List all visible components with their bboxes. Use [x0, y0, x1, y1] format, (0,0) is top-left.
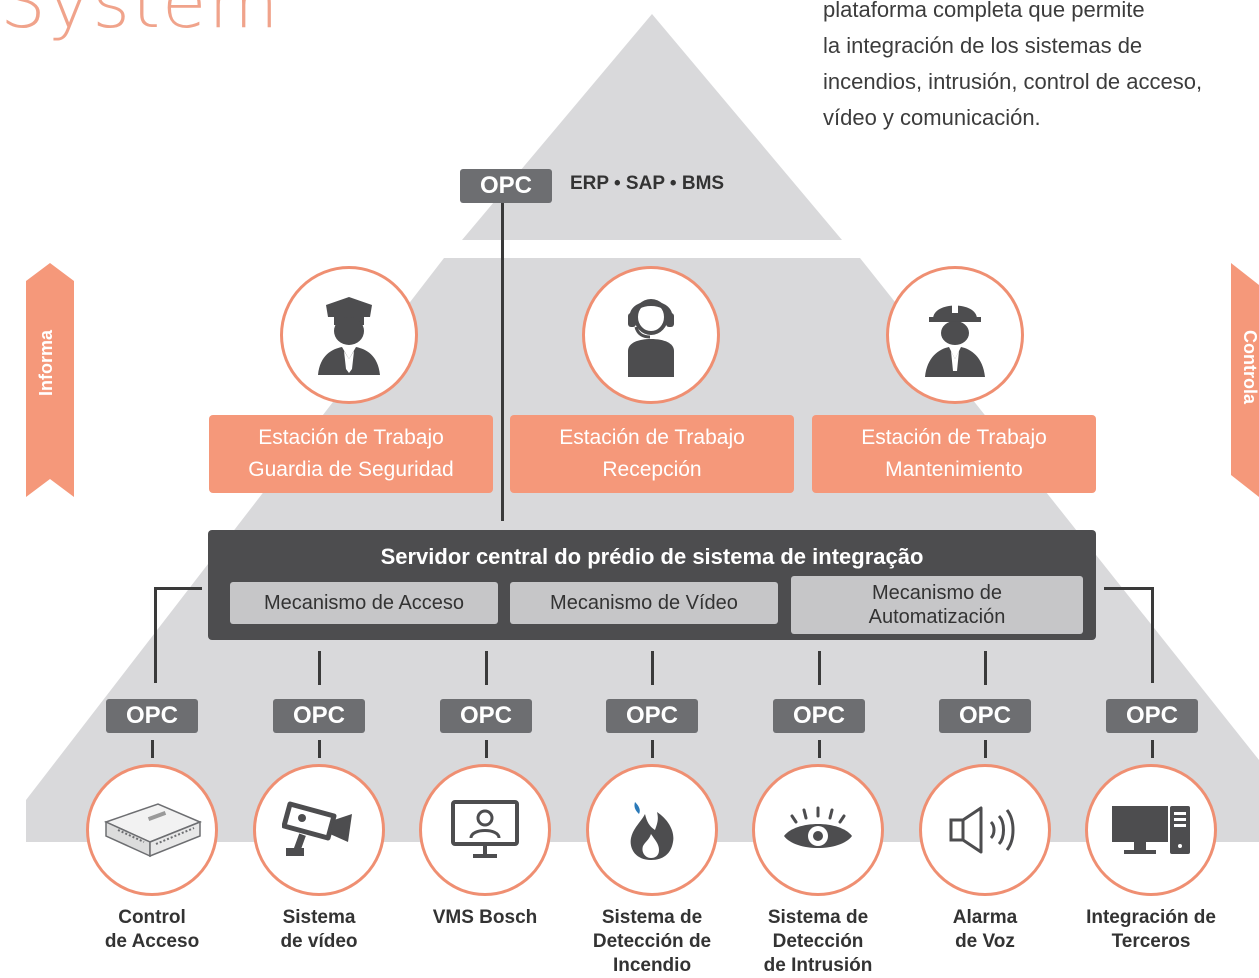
workstation-reception: Estación de Trabajo Recepción — [510, 415, 794, 493]
bracket-right-horizontal — [1104, 587, 1154, 590]
tick-vms — [485, 740, 488, 758]
connector-intrusion — [818, 651, 821, 685]
connector-video — [318, 651, 321, 685]
page-title: System — [0, 0, 281, 44]
central-server-box: Servidor central do prédio de sistema de… — [208, 530, 1096, 640]
left-ribbon — [26, 263, 74, 497]
workstation-reception-line2: Recepción — [602, 458, 702, 481]
mechanism-access-label: Mecanismo de Acceso — [263, 592, 465, 614]
workstation-maintenance-line2: Mantenimiento — [885, 458, 1023, 481]
opc-badge-video: OPC — [273, 699, 365, 733]
maintenance-worker-icon — [925, 299, 985, 377]
monitor-user-icon — [451, 800, 519, 858]
pyramid-apex — [462, 14, 842, 240]
opc-badge-voice: OPC — [939, 699, 1031, 733]
subsystem-label-third-party: Integración de Terceros — [1086, 907, 1216, 952]
subsystem-circle-vms — [419, 764, 551, 896]
receptionist-headset-icon — [628, 299, 674, 377]
workstation-reception-line1: Estación de Trabajo — [559, 426, 745, 449]
subsystem-circle-intrusion — [752, 764, 884, 896]
tick-fire — [651, 740, 654, 758]
subsystem-circle-video — [253, 764, 385, 896]
bracket-left-horizontal — [154, 587, 202, 590]
flame-icon — [630, 802, 674, 860]
subsystem-circle-access — [86, 764, 218, 896]
subsystem-circle-voice — [919, 764, 1051, 896]
tick-access — [151, 740, 154, 758]
opc-badge-fire: OPC — [606, 699, 698, 733]
bracket-right-vertical — [1151, 587, 1154, 683]
tick-video — [318, 740, 321, 758]
subsystem-label-intrusion: Sistema de Detección de Intrusión — [763, 907, 873, 976]
workstation-circle-maintenance — [886, 266, 1024, 404]
opc-badge-top: OPC — [460, 169, 552, 203]
workstation-guard: Estación de Trabajo Guardia de Seguridad — [209, 415, 493, 493]
subsystem-label-video: Sistema de vídeo — [280, 907, 358, 952]
workstation-guard-line2: Guardia de Seguridad — [248, 458, 454, 481]
tick-voice — [984, 740, 987, 758]
mechanism-access: Mecanismo de Acceso — [230, 582, 498, 624]
right-ribbon — [1231, 263, 1259, 497]
subsystem-label-voice: Alarma de Voz — [952, 907, 1018, 952]
connector-voice — [984, 651, 987, 685]
workstation-circle-reception — [582, 266, 720, 404]
subsystem-circle-third-party — [1085, 764, 1217, 896]
top-connector-line — [501, 203, 504, 521]
security-guard-icon — [318, 297, 380, 375]
opc-badge-intrusion: OPC — [773, 699, 865, 733]
intro-text: plataforma completa que permite la integ… — [823, 0, 1203, 130]
right-ribbon-label: Controla — [1240, 330, 1259, 404]
speaker-icon — [949, 806, 1015, 854]
connector-fire — [651, 651, 654, 685]
mechanism-automation-line2: Automatización — [868, 606, 1006, 628]
opc-badge-access: OPC — [106, 699, 198, 733]
bracket-left-vertical — [154, 587, 157, 683]
subsystem-circle-fire — [586, 764, 718, 896]
workstation-maintenance: Estación de Trabajo Mantenimiento — [812, 415, 1096, 493]
workstation-maintenance-line1: Estación de Trabajo — [861, 426, 1047, 449]
tick-third-party — [1151, 740, 1154, 758]
cctv-camera-icon — [282, 801, 352, 856]
server-title: Servidor central do prédio de sistema de… — [380, 544, 924, 569]
opc-badge-vms: OPC — [440, 699, 532, 733]
workstation-guard-line1: Estación de Trabajo — [258, 426, 444, 449]
eye-icon — [784, 806, 852, 848]
subsystem-label-vms: VMS Bosch — [432, 907, 538, 928]
mechanism-automation-line1: Mecanismo de — [871, 582, 1003, 604]
mechanism-video: Mecanismo de Vídeo — [510, 582, 778, 624]
tick-intrusion — [818, 740, 821, 758]
desktop-computer-icon — [1112, 806, 1190, 854]
top-systems-label: ERP • SAP • BMS — [570, 173, 725, 194]
left-ribbon-label: Informa — [36, 330, 56, 397]
mechanism-automation: Mecanismo de Automatización — [791, 576, 1083, 634]
opc-badge-third-party: OPC — [1106, 699, 1198, 733]
access-controller-icon — [103, 803, 202, 858]
connector-vms — [485, 651, 488, 685]
mechanism-video-label: Mecanismo de Vídeo — [550, 592, 738, 614]
workstation-circle-guard — [280, 266, 418, 404]
subsystem-label-access: Control de Acceso — [104, 907, 200, 952]
subsystem-label-fire: Sistema de Detección de Incendio — [592, 907, 712, 976]
